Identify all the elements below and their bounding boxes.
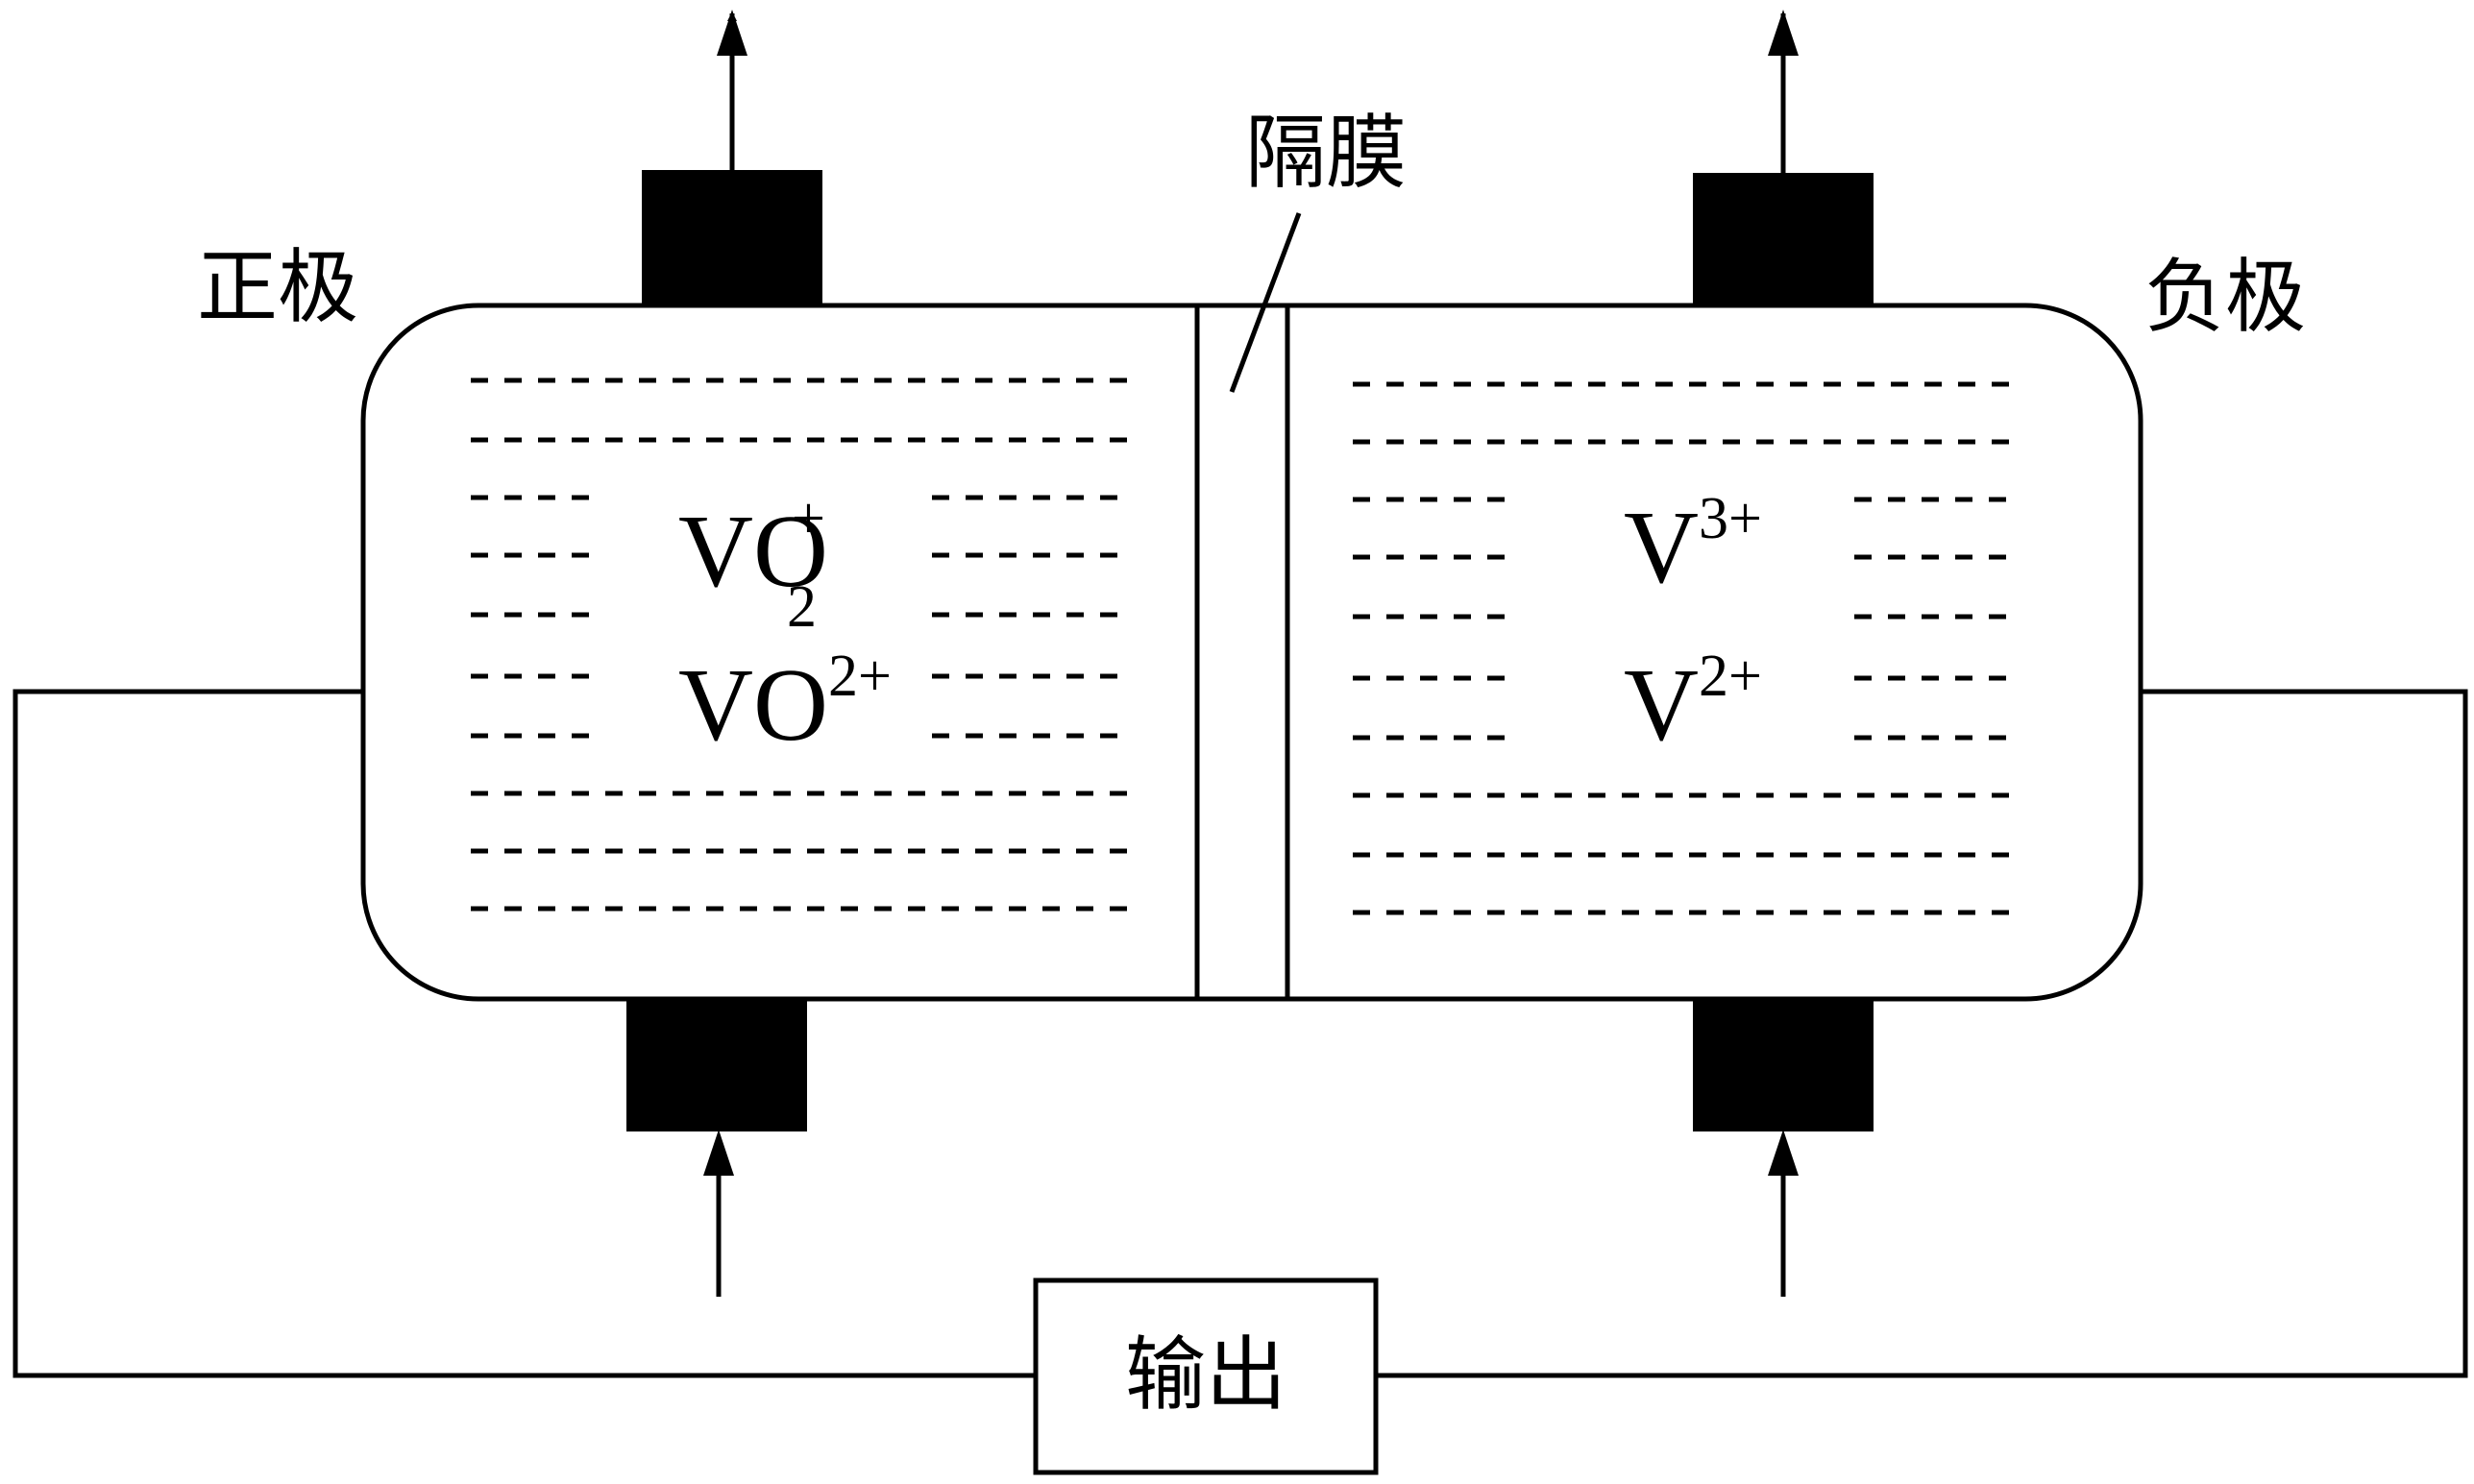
ion-v-3plus: V3+ — [1624, 486, 1762, 605]
negative-terminal-top — [1693, 173, 1874, 307]
positive-inflow-arrowhead — [703, 1130, 734, 1176]
negative-electrolyte-lines — [1353, 381, 2018, 915]
battery-cell — [360, 303, 2143, 1002]
output-label: 输出 — [1125, 1327, 1286, 1422]
membrane-label: 隔膜 — [1245, 106, 1407, 200]
positive-electrolyte-lines — [471, 377, 1134, 912]
negative-outflow-arrowhead — [1768, 10, 1799, 56]
positive-electrode-label: 正极 — [197, 240, 358, 334]
negative-inflow-arrowhead — [1768, 1130, 1799, 1176]
positive-terminal-bottom — [626, 997, 807, 1131]
positive-terminal-top — [642, 170, 822, 306]
negative-electrode-label: 负极 — [2144, 250, 2306, 344]
membrane-pointer — [1229, 212, 1302, 393]
circuit-wire-right — [1376, 689, 2468, 1378]
circuit-wire-left — [12, 689, 1036, 1378]
output-box — [1033, 1277, 1379, 1475]
ion-vo-2plus: VO2+ — [678, 644, 892, 763]
negative-terminal-bottom — [1693, 997, 1874, 1131]
ion-vo2-plus: VO+2 — [678, 486, 828, 640]
positive-outflow-arrowhead — [717, 10, 747, 56]
ion-v-2plus: V2+ — [1624, 644, 1762, 763]
